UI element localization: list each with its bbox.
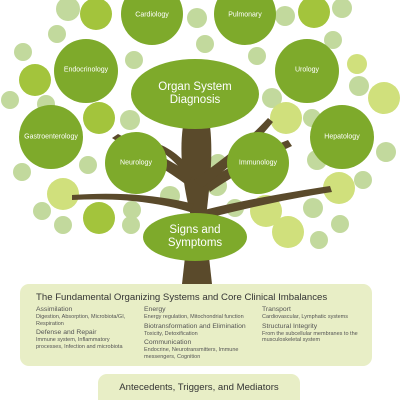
organ-circles bbox=[19, 0, 374, 261]
communication-heading: Communication bbox=[144, 339, 192, 347]
decorative-leaves bbox=[1, 0, 400, 249]
defense-repair-heading: Defense and Repair bbox=[36, 329, 97, 337]
diagnosis-label: Organ System Diagnosis bbox=[150, 81, 240, 107]
antecedents-label: Antecedents, Triggers, and Mediators bbox=[119, 382, 279, 393]
cardiology-label: Cardiology bbox=[135, 11, 169, 19]
organizing-systems-panel: The Fundamental Organizing Systems and C… bbox=[20, 284, 372, 366]
neurology-label: Neurology bbox=[120, 159, 152, 167]
structural-integrity-detail: From the subcellular membranes to the mu… bbox=[262, 330, 358, 344]
defense-repair-detail: Immune system, Inflammatory processes, I… bbox=[36, 337, 123, 350]
cardiology-node bbox=[121, 0, 183, 45]
panel-column-1: Assimilation Digestion, Absorption, Micr… bbox=[36, 306, 134, 352]
diagnosis-label-line-1: Organ System bbox=[158, 81, 232, 93]
diagnosis-label-line-2: Diagnosis bbox=[169, 94, 221, 106]
immunology-node bbox=[227, 132, 289, 194]
assimilation-heading: Assimilation bbox=[36, 306, 73, 313]
urology-node bbox=[275, 39, 339, 103]
pulmonary-node bbox=[214, 0, 276, 45]
panel-column-3: Transport Cardiovascular, Lymphatic syst… bbox=[262, 306, 364, 346]
signs-label-line-2: Symptoms bbox=[167, 237, 223, 249]
signs-node bbox=[143, 213, 247, 261]
panel-title: The Fundamental Organizing Systems and C… bbox=[36, 292, 328, 303]
antecedents-bar: Antecedents, Triggers, and Mediators bbox=[98, 374, 300, 400]
structural-integrity-heading: Structural Integrity bbox=[262, 322, 318, 330]
transport-heading: Transport bbox=[262, 306, 291, 313]
biotransformation-heading: Biotransformation and Elimination bbox=[144, 322, 246, 330]
endocrinology-label: Endocrinology bbox=[63, 66, 109, 74]
diagnosis-node bbox=[131, 59, 259, 129]
hepatology-label: Hepatology bbox=[324, 133, 360, 141]
communication-detail: Endocrine, Neurotransmitters, Immune mes… bbox=[144, 347, 239, 360]
energy-detail: Energy regulation, Mitochondrial functio… bbox=[144, 314, 244, 320]
immunology-label: Immunology bbox=[238, 159, 278, 167]
gastroenterology-node bbox=[19, 105, 83, 169]
biotransformation-detail: Toxicity, Detoxification bbox=[144, 330, 198, 337]
hepatology-node bbox=[310, 105, 374, 169]
urology-label: Urology bbox=[294, 66, 320, 74]
endocrinology-node bbox=[54, 39, 118, 103]
signs-symptoms-label: Signs and Symptoms bbox=[150, 224, 240, 250]
transport-detail: Cardiovascular, Lymphatic systems bbox=[262, 314, 348, 320]
signs-label-line-1: Signs and bbox=[169, 224, 221, 236]
energy-heading: Energy bbox=[144, 306, 166, 313]
gastroenterology-label: Gastroenterology bbox=[24, 133, 78, 141]
assimilation-detail: Digestion, Absorption, Microbiota/GI, Re… bbox=[36, 314, 126, 327]
pulmonary-label: Pulmonary bbox=[228, 11, 262, 19]
neurology-node bbox=[105, 132, 167, 194]
panel-column-2: Energy Energy regulation, Mitochondrial … bbox=[144, 306, 254, 362]
